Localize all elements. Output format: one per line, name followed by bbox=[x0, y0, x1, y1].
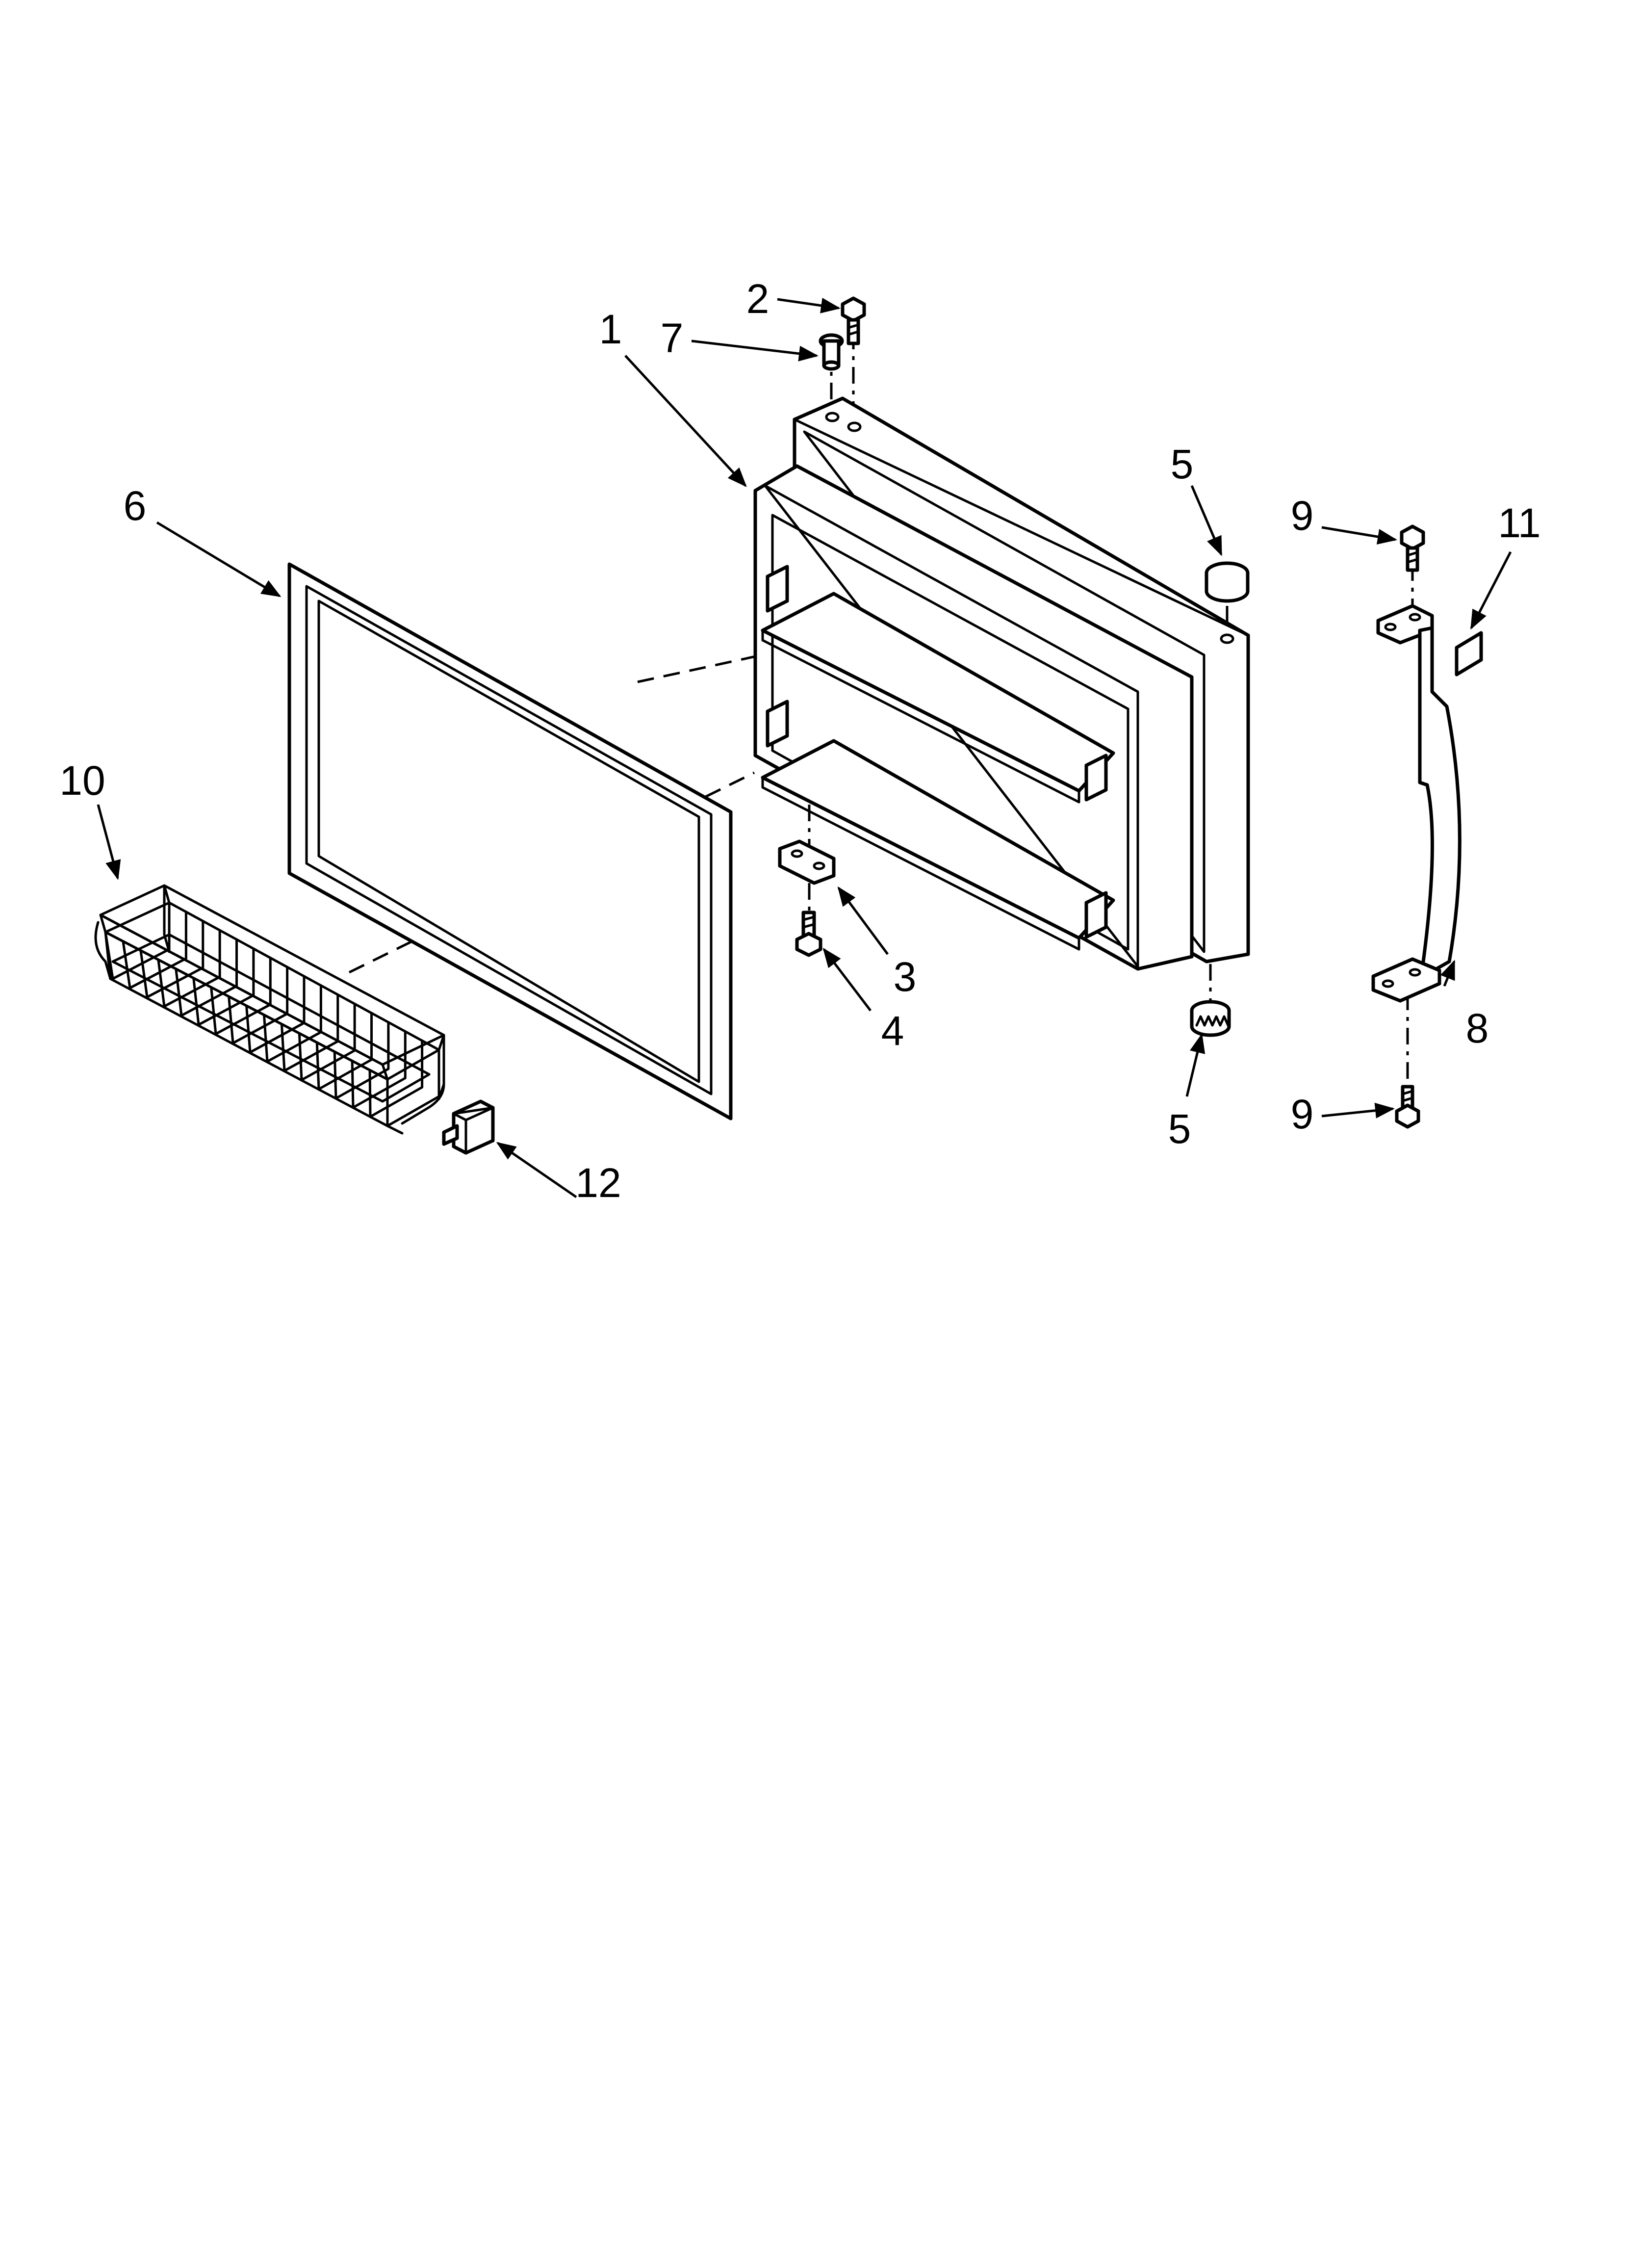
callout-9-bottom: 9 bbox=[1291, 1091, 1314, 1137]
door-gasket bbox=[287, 562, 733, 1121]
door-handle bbox=[1371, 604, 1462, 1003]
bottom-hinge-bracket bbox=[778, 839, 836, 885]
bottom-cap bbox=[1190, 1000, 1231, 1037]
callout-11: 11 bbox=[1498, 500, 1540, 546]
callout-1: 1 bbox=[599, 306, 622, 352]
leader-arrows bbox=[97, 298, 1512, 1199]
basket-wire bbox=[210, 957, 272, 1035]
basket-wire bbox=[192, 947, 255, 1026]
callout-5-bottom: 5 bbox=[1168, 1106, 1191, 1152]
basket-wire bbox=[157, 929, 221, 1008]
basket-wire bbox=[262, 984, 322, 1063]
handle-screw-bottom bbox=[1395, 1085, 1420, 1129]
basket-wire bbox=[315, 1012, 373, 1091]
basket-wire bbox=[280, 993, 339, 1072]
basket-clip bbox=[442, 1099, 495, 1155]
basket-wire bbox=[298, 1002, 356, 1081]
label-pad bbox=[1455, 631, 1483, 677]
basket-wire bbox=[104, 901, 171, 980]
basket-wire bbox=[368, 1039, 424, 1118]
callout-6: 6 bbox=[124, 483, 147, 529]
top-cap bbox=[1205, 561, 1250, 603]
wire-basket bbox=[94, 884, 445, 1135]
callout-8: 8 bbox=[1466, 1005, 1489, 1051]
basket-wire bbox=[245, 975, 306, 1054]
basket-wire bbox=[351, 1030, 407, 1109]
freezer-door bbox=[753, 396, 1250, 971]
basket-wire bbox=[386, 1048, 440, 1127]
handle-screw-top bbox=[1400, 524, 1425, 572]
callout-10: 10 bbox=[59, 757, 105, 804]
basket-wire bbox=[122, 911, 187, 990]
top-hinge-screw bbox=[841, 296, 866, 345]
hinge-screw bbox=[795, 911, 822, 957]
callout-4: 4 bbox=[881, 1008, 904, 1054]
callout-5-top: 5 bbox=[1171, 441, 1194, 487]
callout-9-top: 9 bbox=[1291, 493, 1314, 539]
callout-3: 3 bbox=[894, 954, 917, 1000]
callout-7: 7 bbox=[661, 315, 684, 361]
callout-12: 12 bbox=[575, 1160, 621, 1206]
basket-wire bbox=[139, 920, 205, 998]
basket-wire bbox=[175, 938, 238, 1017]
basket-wire bbox=[333, 1021, 390, 1100]
basket-wire bbox=[228, 965, 289, 1044]
callout-2: 2 bbox=[746, 276, 770, 322]
callout-labels: 2 7 1 6 5 9 11 10 3 4 8 5 9 12 bbox=[59, 276, 1540, 1206]
hinge-pin bbox=[819, 333, 844, 371]
